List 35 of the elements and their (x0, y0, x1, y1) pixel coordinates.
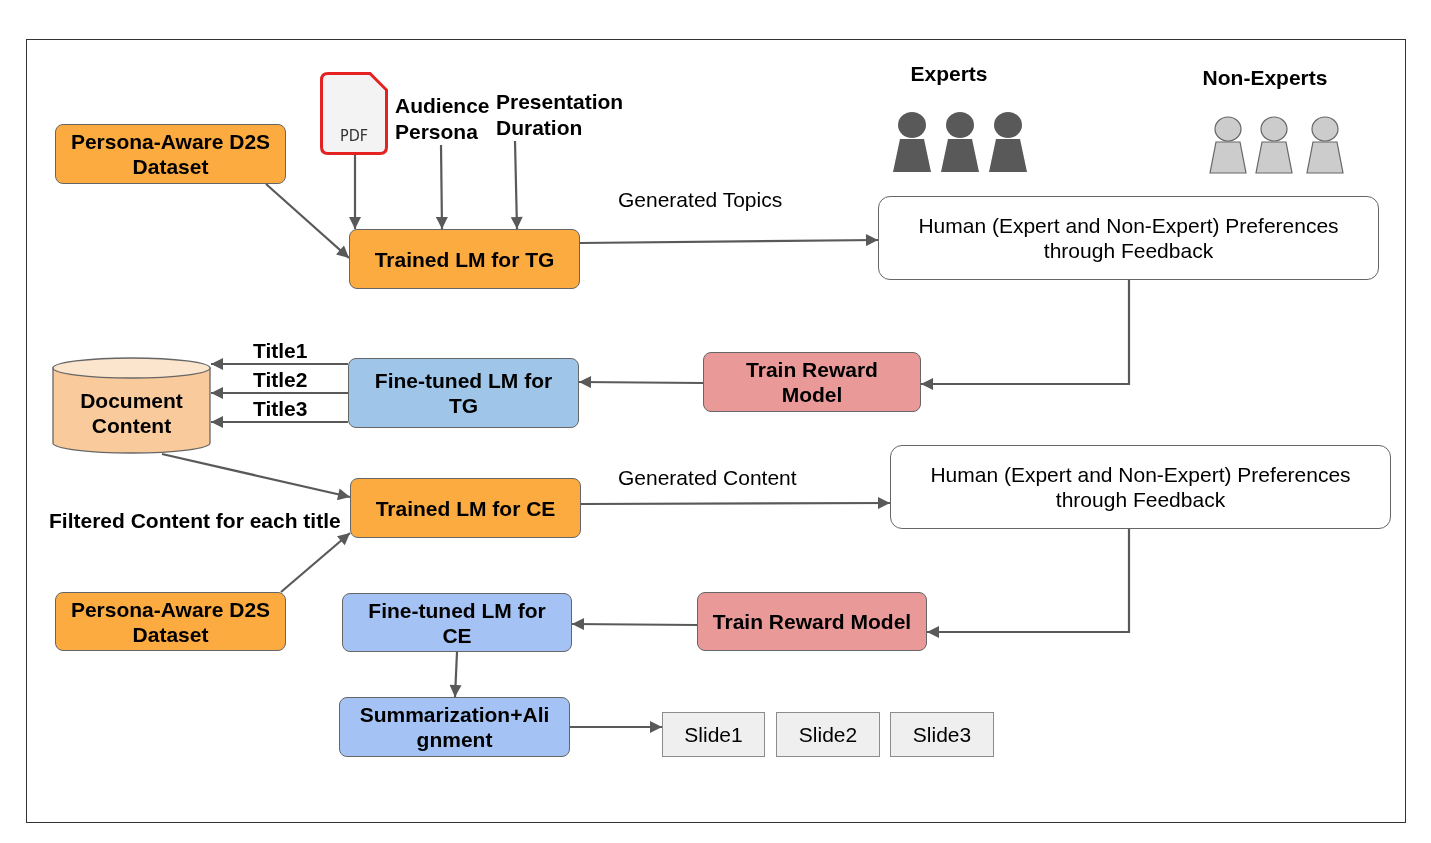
model-box: Fine-tuned LM for CE (342, 593, 572, 652)
arrow (435, 145, 448, 229)
dataset-box: Persona-Aware D2S Dataset (55, 124, 286, 184)
arrow (449, 651, 462, 698)
arrow (921, 280, 1131, 390)
reward-model-box: Train Reward Model (703, 352, 921, 412)
arrow (161, 452, 351, 501)
dataset-box: Persona-Aware D2S Dataset (55, 592, 286, 651)
slide-box: Slide1 (662, 712, 765, 757)
arrow (211, 387, 348, 399)
arrow (211, 358, 348, 370)
input-label: Presentation Duration (496, 89, 624, 141)
model-box: Trained LM for TG (349, 229, 580, 289)
arrow (280, 532, 351, 593)
arrow (570, 721, 662, 733)
arrow (211, 416, 348, 428)
arrow (572, 618, 697, 631)
arrow (349, 155, 361, 229)
input-label: Audience Persona (395, 93, 490, 145)
arrow (510, 140, 523, 230)
arrow (580, 234, 878, 247)
process-box: Summarization+Alignment (339, 697, 570, 757)
slide-box: Slide2 (776, 712, 880, 757)
model-box: Fine-tuned LM for TG (348, 358, 579, 428)
arrow (581, 497, 890, 510)
arrow (579, 376, 703, 389)
model-box: Trained LM for CE (350, 478, 581, 538)
feedback-box: Human (Expert and Non-Expert) Preferences through Feedback (878, 196, 1379, 280)
feedback-box: Human (Expert and Non-Expert) Preferences through Feedback (890, 445, 1391, 529)
arrow (265, 183, 350, 259)
pdf-file: PDF (320, 72, 388, 155)
arrow (927, 529, 1131, 638)
edge-label: Generated Topics (618, 189, 783, 211)
reward-model-box: Train Reward Model (697, 592, 927, 651)
slide-box: Slide3 (890, 712, 994, 757)
